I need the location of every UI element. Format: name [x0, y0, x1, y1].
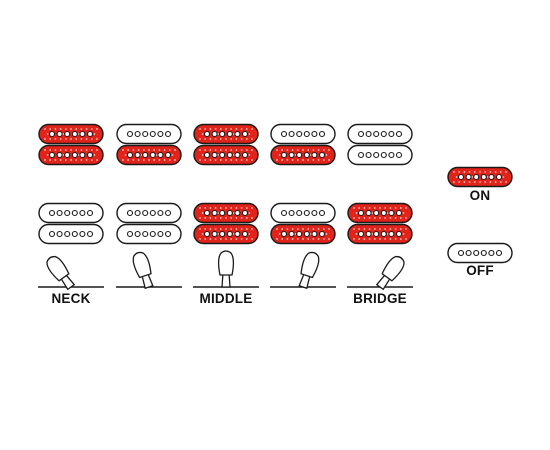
- legend-on-coil: [447, 166, 513, 188]
- switch-lever-5: [347, 255, 413, 291]
- lower-pickup-4-coil-1: [270, 202, 336, 224]
- upper-pickup-4-coil-2: [270, 144, 336, 166]
- switch-position-1: NECK: [38, 123, 104, 306]
- lower-pickup-4: [270, 202, 336, 245]
- lower-pickup-5-coil-1: [347, 202, 413, 224]
- switch-lever-4: [270, 251, 336, 290]
- upper-pickup-5: [347, 123, 413, 166]
- lower-pickup-1-coil-2: [38, 223, 104, 245]
- switch-position-2: [116, 123, 182, 290]
- upper-pickup-2-coil-1: [116, 123, 182, 145]
- switch-lever-2: [116, 251, 182, 290]
- lower-pickup-1-coil-1: [38, 202, 104, 224]
- switch-position-3: MIDDLE: [193, 123, 259, 306]
- lower-pickup-3-coil-2: [193, 223, 259, 245]
- upper-pickup-3: [193, 123, 259, 166]
- switch-lever-3: [193, 250, 259, 288]
- position-label: NECK: [51, 291, 90, 306]
- lower-pickup-3-coil-1: [193, 202, 259, 224]
- upper-pickup-2-coil-2: [116, 144, 182, 166]
- upper-pickup-1: [38, 123, 104, 166]
- legend-off-coil: [447, 242, 513, 264]
- position-label: MIDDLE: [200, 291, 253, 306]
- upper-pickup-2: [116, 123, 182, 166]
- legend-on-coil-shape: [447, 166, 513, 188]
- switch-lever-1: [38, 255, 104, 291]
- legend: ON OFF: [447, 166, 513, 278]
- upper-pickup-4: [270, 123, 336, 166]
- position-label: BRIDGE: [353, 291, 407, 306]
- legend-off-label: OFF: [466, 263, 494, 278]
- switch-position-5: BRIDGE: [347, 123, 413, 306]
- lower-pickup-2-coil-1: [116, 202, 182, 224]
- legend-on-label: ON: [470, 188, 491, 203]
- lower-pickup-4-coil-2: [270, 223, 336, 245]
- upper-pickup-3-coil-1: [193, 123, 259, 145]
- lower-pickup-5-coil-2: [347, 223, 413, 245]
- lower-pickup-3: [193, 202, 259, 245]
- switch-positions: NECK MIDDLE BRIDGE: [38, 123, 413, 306]
- upper-pickup-1-coil-1: [38, 123, 104, 145]
- lower-pickup-2: [116, 202, 182, 245]
- legend-off-coil-shape: [447, 242, 513, 264]
- upper-pickup-5-coil-1: [347, 123, 413, 145]
- upper-pickup-5-coil-2: [347, 144, 413, 166]
- switch-position-4: [270, 123, 336, 290]
- lower-pickup-5: [347, 202, 413, 245]
- upper-pickup-4-coil-1: [270, 123, 336, 145]
- lower-pickup-2-coil-2: [116, 223, 182, 245]
- upper-pickup-1-coil-2: [38, 144, 104, 166]
- upper-pickup-3-coil-2: [193, 144, 259, 166]
- lower-pickup-1: [38, 202, 104, 245]
